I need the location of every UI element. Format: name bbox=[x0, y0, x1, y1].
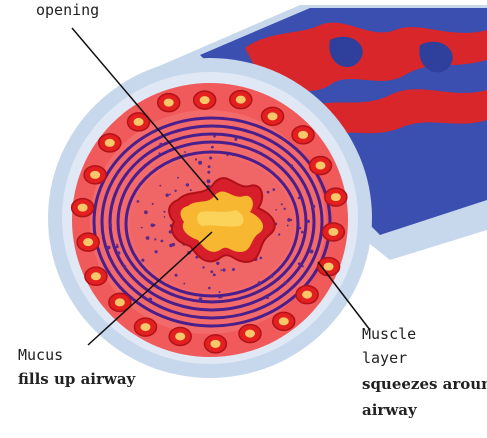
blood-vessel bbox=[158, 94, 180, 112]
blood-vessel bbox=[99, 134, 121, 152]
mucus-label: Mucus bbox=[18, 348, 63, 363]
muscle-label-layer: layer bbox=[362, 351, 407, 366]
blood-vessel bbox=[194, 91, 216, 109]
blood-vessel bbox=[77, 233, 99, 251]
blood-vessel bbox=[169, 327, 191, 345]
blood-vessel bbox=[309, 157, 331, 175]
blood-vessel bbox=[84, 166, 106, 184]
blood-vessel bbox=[325, 188, 347, 206]
blood-vessel bbox=[239, 325, 261, 343]
muscle-label: Muscle bbox=[362, 327, 416, 342]
mucus-description: fills up airway bbox=[18, 372, 135, 387]
blood-vessel bbox=[292, 126, 314, 144]
blood-vessel bbox=[296, 286, 318, 304]
blood-vessel bbox=[230, 91, 252, 109]
muscle-description-airway: airway bbox=[362, 403, 417, 418]
blood-vessel bbox=[134, 318, 156, 336]
blood-vessel bbox=[322, 223, 344, 241]
blood-vessel bbox=[262, 107, 284, 125]
blood-vessel bbox=[72, 199, 94, 217]
blood-vessel bbox=[273, 312, 295, 330]
blood-vessel bbox=[204, 335, 226, 353]
opening-label: opening bbox=[36, 3, 99, 18]
muscle-description: squeezes around bbox=[362, 377, 487, 392]
blood-vessel bbox=[85, 267, 107, 285]
